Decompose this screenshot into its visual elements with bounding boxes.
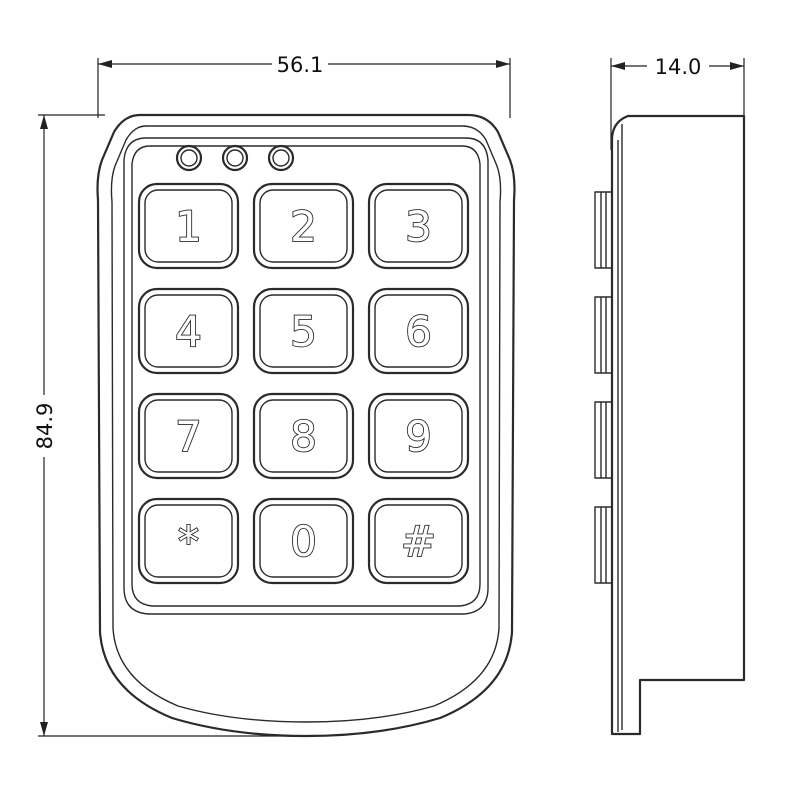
- key-label: 0: [290, 517, 317, 566]
- side-key-profiles: [594, 191, 613, 584]
- led-indicator: [221, 144, 249, 172]
- key-6[interactable]: 6: [367, 287, 470, 375]
- side-key-profile: [594, 401, 613, 479]
- key-label: *: [178, 517, 199, 566]
- side-view: [594, 114, 746, 736]
- key-0[interactable]: 0: [252, 497, 355, 585]
- key-label: 4: [175, 307, 202, 356]
- key-label: #: [401, 517, 436, 566]
- key-hash[interactable]: #: [367, 497, 470, 585]
- key-label: 9: [405, 412, 432, 461]
- key-label: 7: [175, 412, 202, 461]
- depth-label: 14.0: [655, 55, 702, 79]
- key-5[interactable]: 5: [252, 287, 355, 375]
- key-3[interactable]: 3: [367, 182, 470, 270]
- side-key-profile: [594, 506, 613, 584]
- key-2[interactable]: 2: [252, 182, 355, 270]
- key-4[interactable]: 4: [137, 287, 240, 375]
- housing-bevel: [110, 125, 502, 723]
- key-8[interactable]: 8: [252, 392, 355, 480]
- side-key-profile: [594, 296, 613, 374]
- height-label: 84.9: [33, 403, 57, 450]
- depth-dimension: 14.0: [610, 52, 745, 150]
- led-indicators: [175, 144, 295, 172]
- led-indicator: [175, 144, 203, 172]
- side-key-profile: [594, 191, 613, 269]
- key-label: 5: [290, 307, 317, 356]
- side-body: [610, 114, 746, 736]
- key-1[interactable]: 1: [137, 182, 240, 270]
- key-label: 8: [290, 412, 317, 461]
- led-indicator: [267, 144, 295, 172]
- key-star[interactable]: *: [137, 497, 240, 585]
- key-7[interactable]: 7: [137, 392, 240, 480]
- key-label: 1: [175, 202, 202, 251]
- height-dimension: 84.9: [30, 114, 300, 737]
- front-view: 1 2 3 4 5 6 7 8 9 * 0 #: [96, 113, 516, 738]
- key-label: 2: [290, 202, 317, 251]
- keypad-panel-inner: [131, 145, 481, 607]
- width-dimension: 56.1: [97, 50, 511, 118]
- width-label: 56.1: [277, 53, 324, 77]
- keys-grid: 1 2 3 4 5 6 7 8 9 * 0 #: [137, 182, 470, 585]
- housing-outer: [96, 113, 516, 738]
- key-label: 6: [405, 307, 432, 356]
- key-label: 3: [405, 202, 432, 251]
- keypad-panel: [123, 137, 489, 615]
- key-9[interactable]: 9: [367, 392, 470, 480]
